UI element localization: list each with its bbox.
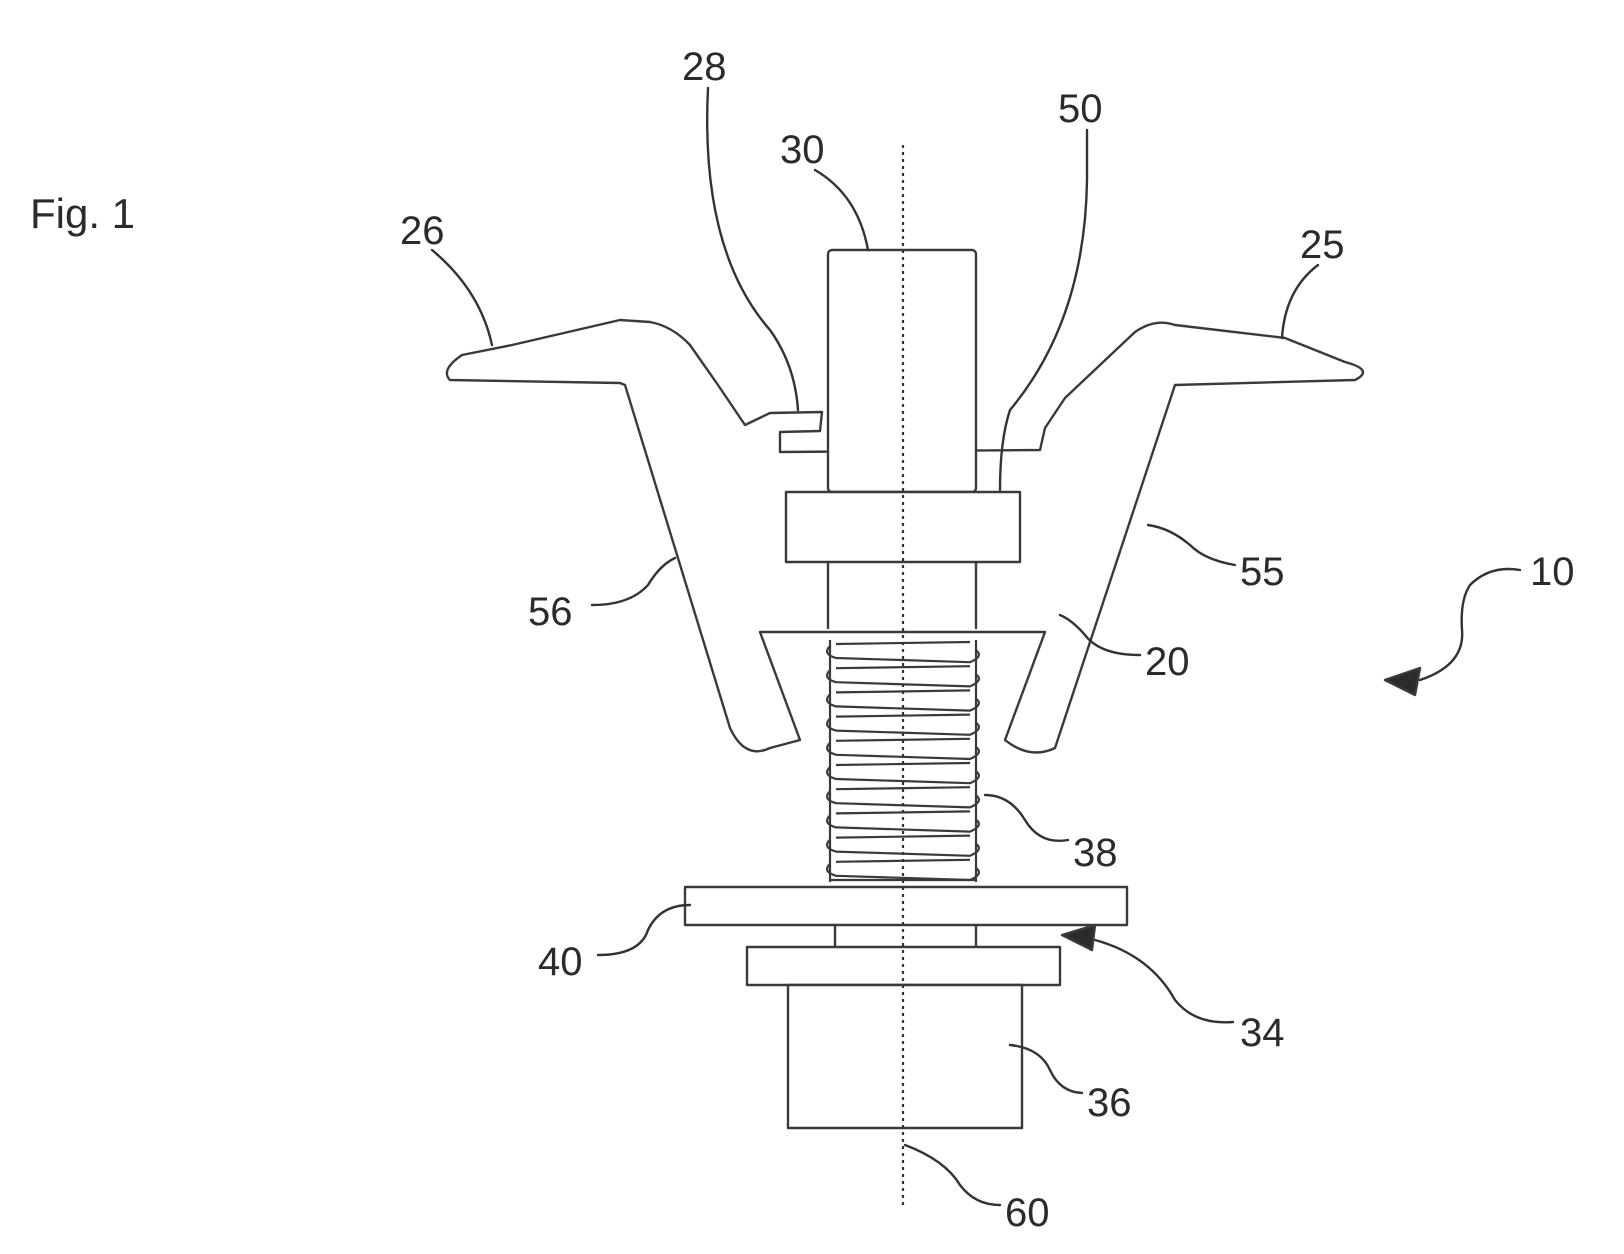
spring-coil-front xyxy=(827,694,979,710)
spring-coil-back xyxy=(836,836,970,838)
ref-label-25: 25 xyxy=(1300,223,1345,267)
leader-60 xyxy=(905,1145,1000,1205)
leader-25 xyxy=(1282,265,1318,338)
leader-34 xyxy=(1095,940,1233,1022)
figure-title: Fig. 1 xyxy=(30,190,135,237)
ref-label-28: 28 xyxy=(682,45,727,89)
spring-coil-back xyxy=(836,666,970,668)
arrowhead-10 xyxy=(1385,668,1420,695)
spring-coil-front xyxy=(827,646,979,662)
ref-label-26: 26 xyxy=(400,209,445,253)
ref-label-20: 20 xyxy=(1145,640,1190,684)
leader-40 xyxy=(598,905,690,955)
ref-label-40: 40 xyxy=(538,940,583,984)
leader-26 xyxy=(432,250,492,345)
leader-56 xyxy=(592,558,675,605)
ref-label-55: 55 xyxy=(1240,550,1285,594)
ref-label-34: 34 xyxy=(1240,1011,1285,1055)
arrowhead-34 xyxy=(1062,925,1095,950)
ref-label-10: 10 xyxy=(1530,550,1575,594)
ref-label-38: 38 xyxy=(1073,831,1118,875)
ref-label-56: 56 xyxy=(528,590,573,634)
ref-label-60: 60 xyxy=(1005,1191,1050,1235)
leader-30 xyxy=(815,170,868,250)
spring-coil-back xyxy=(836,787,970,789)
leader-10 xyxy=(1420,569,1520,680)
ref-label-30: 30 xyxy=(780,128,825,172)
leader-38 xyxy=(985,795,1068,841)
flange-40 xyxy=(685,887,1127,925)
leader-55 xyxy=(1148,525,1235,565)
ref-label-36: 36 xyxy=(1087,1081,1132,1125)
sleeve-36 xyxy=(788,985,1022,1128)
ref-label-50: 50 xyxy=(1058,87,1103,131)
